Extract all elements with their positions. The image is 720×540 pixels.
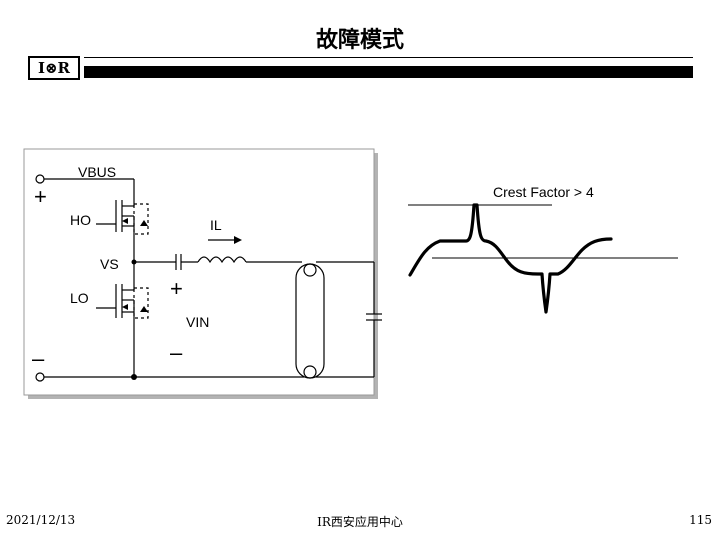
header-thin-rule	[84, 57, 693, 58]
input-minus-sign: –	[32, 346, 45, 371]
lo-label: LO	[70, 290, 89, 306]
vs-label: VS	[100, 256, 119, 272]
vs-junction-dot	[131, 259, 137, 265]
ir-logo-text: I⊗R	[37, 59, 71, 77]
lo-channel-arrow	[122, 304, 128, 310]
ho-label: HO	[70, 212, 91, 228]
ir-logo	[28, 56, 80, 80]
footer-organization: IR西安应用中心	[317, 515, 403, 529]
lamp-waveform	[408, 203, 678, 314]
lamp-top-filament	[303, 263, 317, 277]
page-number: 115	[689, 513, 712, 527]
ho-channel-arrow	[122, 218, 128, 224]
resonant-inductor	[197, 256, 247, 264]
footer-date: 2021/12/13	[6, 513, 76, 527]
lo-diode-symbol	[140, 306, 148, 312]
page-title: 故障模式	[315, 27, 404, 53]
ho-diode-symbol	[140, 220, 148, 226]
circuit-panel	[23, 148, 375, 396]
vin-minus-sign: –	[170, 340, 183, 365]
input-plus-sign: +	[34, 184, 47, 209]
crest-factor-label: Crest Factor > 4	[493, 184, 594, 200]
ho-body-diode-box	[133, 203, 149, 235]
lamp-bottom-filament	[303, 365, 317, 379]
il-label: IL	[210, 217, 222, 233]
vin-plus-sign: +	[170, 276, 183, 301]
waveform-trace	[408, 203, 613, 314]
vbus-label: VBUS	[78, 164, 117, 180]
header-thick-rule	[84, 66, 693, 78]
il-arrow-head	[234, 236, 242, 244]
ground-terminal	[35, 372, 45, 382]
vin-label: VIN	[186, 314, 210, 330]
ground-junction-dot	[131, 374, 137, 380]
vbus-terminal	[35, 174, 45, 184]
